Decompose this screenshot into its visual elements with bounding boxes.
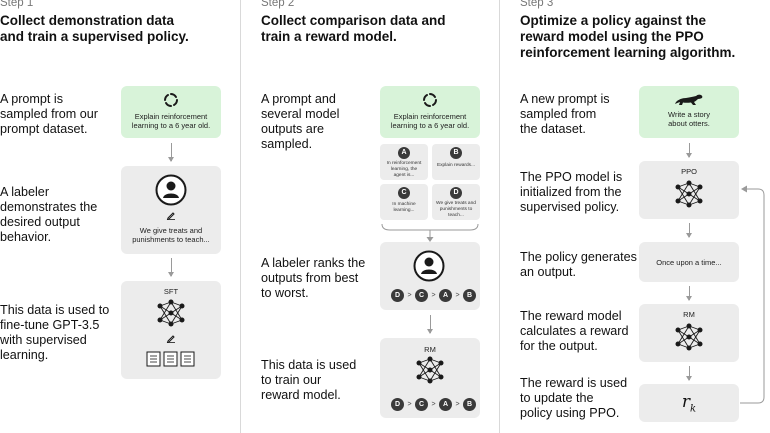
ppo-label: PPO [681,167,697,176]
step3-reward-box: rk [639,384,739,422]
neural-network-icon [415,355,445,385]
rank-item: B [463,289,476,302]
ranking-row-2: D > C > A > B [391,398,476,411]
step1-prompt-box: Explain reinforcement learning to a 6 ye… [121,86,221,138]
step1-title: Collect demonstration data and train a s… [0,13,189,45]
rank-item: A [439,398,452,411]
step3-prompt-box: Write a story about otters. [639,86,739,138]
step2-desc-outputs: A prompt and several model outputs are s… [261,92,340,151]
person-icon [413,250,445,282]
step2-column: Step 2 Collect comparison data and train… [241,0,499,433]
step3-desc-update: The reward is used to update the policy … [520,376,628,420]
rank-item: C [415,398,428,411]
rm-label: RM [424,345,436,354]
step2-prompt-text: Explain reinforcement learning to a 6 ye… [390,112,470,130]
column-divider-1 [240,0,241,433]
step2-desc-rank: A labeler ranks the outputs from best to… [261,256,366,300]
step1-arrow-1 [168,143,174,162]
neural-network-icon [674,179,704,209]
otter-icon [674,92,704,106]
pencil-icon [166,333,176,343]
step1-labeler-text: We give treats and punishments to teach.… [132,226,210,244]
step2-desc-train: This data is used to train our reward mo… [261,358,357,402]
rank-item: C [415,289,428,302]
output-b-badge: B [450,147,462,159]
rank-separator: > [431,401,436,408]
neural-network-icon [156,298,186,328]
step3-desc-ppo: The PPO model is initialized from the su… [520,170,623,214]
step1-title-line2: and train a supervised policy. [0,29,189,44]
output-a-box: A In reinforcement learning, the agent i… [380,144,428,180]
step3-title: Optimize a policy against the reward mod… [520,13,736,60]
step3-desc-prompt: A new prompt is sampled from the dataset… [520,92,610,136]
step1-sft-box: SFT [121,281,221,379]
step2-label: Step 2 [261,0,295,9]
reward-symbol: rk [681,392,697,415]
step2-arrow [427,315,433,334]
step3-arrow-2 [686,223,692,238]
step3-ppo-box: PPO [639,161,739,219]
neural-network-icon [674,322,704,352]
output-c-text: In machine learning... [392,202,416,213]
output-d-box: D We give treats and punishments to teac… [432,184,480,220]
policy-output-text: Once upon a time... [656,258,722,267]
step1-label: Step 1 [0,0,34,9]
output-b-text: Explain rewards... [436,163,476,168]
rank-item: D [391,289,404,302]
step3-prompt-text: Write a story about otters. [668,110,710,128]
rank-separator: > [431,292,436,299]
step1-prompt-text: Explain reinforcement learning to a 6 ye… [131,112,211,130]
step1-desc-prompt: A prompt is sampled from our prompt data… [0,92,98,136]
rank-item: B [463,398,476,411]
step3-desc-reward: The reward model calculates a reward for… [520,309,629,353]
person-icon [155,174,187,206]
rm-label: RM [683,310,695,319]
step1-labeler-box: We give treats and punishments to teach.… [121,166,221,254]
spinner-icon [422,92,438,108]
step1-title-line1: Collect demonstration data [0,13,175,28]
ranking-row-1: D > C > A > B [391,289,476,302]
documents-icon [145,351,197,367]
step3-arrow-4 [686,366,692,381]
pencil-icon [166,210,176,220]
step3-arrow-1 [686,143,692,158]
rank-separator: > [407,292,412,299]
step1-column: Step 1 Collect demonstration data and tr… [0,0,240,433]
step3-arrow-3 [686,286,692,301]
rank-item: A [439,289,452,302]
rank-separator: > [455,401,460,408]
output-c-badge: C [398,187,410,199]
spinner-icon [163,92,179,108]
step2-rm-box: RM D > C > A > B [380,338,480,418]
output-d-badge: D [450,187,462,199]
step3-label: Step 3 [520,0,554,9]
step3-rm-box: RM [639,304,739,362]
step3-column: Step 3 Optimize a policy against the rew… [500,0,770,433]
output-b-box: B Explain rewards... [432,144,480,180]
step1-desc-labeler: A labeler demonstrates the desired outpu… [0,185,98,244]
step3-desc-output: The policy generates an output. [520,250,637,279]
step2-title: Collect comparison data and train a rewa… [261,13,446,44]
rank-separator: > [455,292,460,299]
feedback-loop-arrow-icon [738,184,768,408]
step2-prompt-box: Explain reinforcement learning to a 6 ye… [380,86,480,138]
column-divider-2 [499,0,500,433]
output-a-badge: A [398,147,410,159]
sft-label: SFT [163,287,179,296]
step2-ranking-box: D > C > A > B [380,242,480,310]
rank-item: D [391,398,404,411]
output-d-text: We give treats and punishments to teach.… [436,201,476,218]
output-c-box: C In machine learning... [380,184,428,220]
step1-arrow-2 [168,258,174,277]
rank-separator: > [407,401,412,408]
step1-desc-finetune: This data is used to fine-tune GPT-3.5 w… [0,303,110,362]
bracket-arrow-icon [380,222,480,242]
output-a-text: In reinforcement learning, the agent is.… [386,161,422,178]
step3-output-box: Once upon a time... [639,242,739,282]
